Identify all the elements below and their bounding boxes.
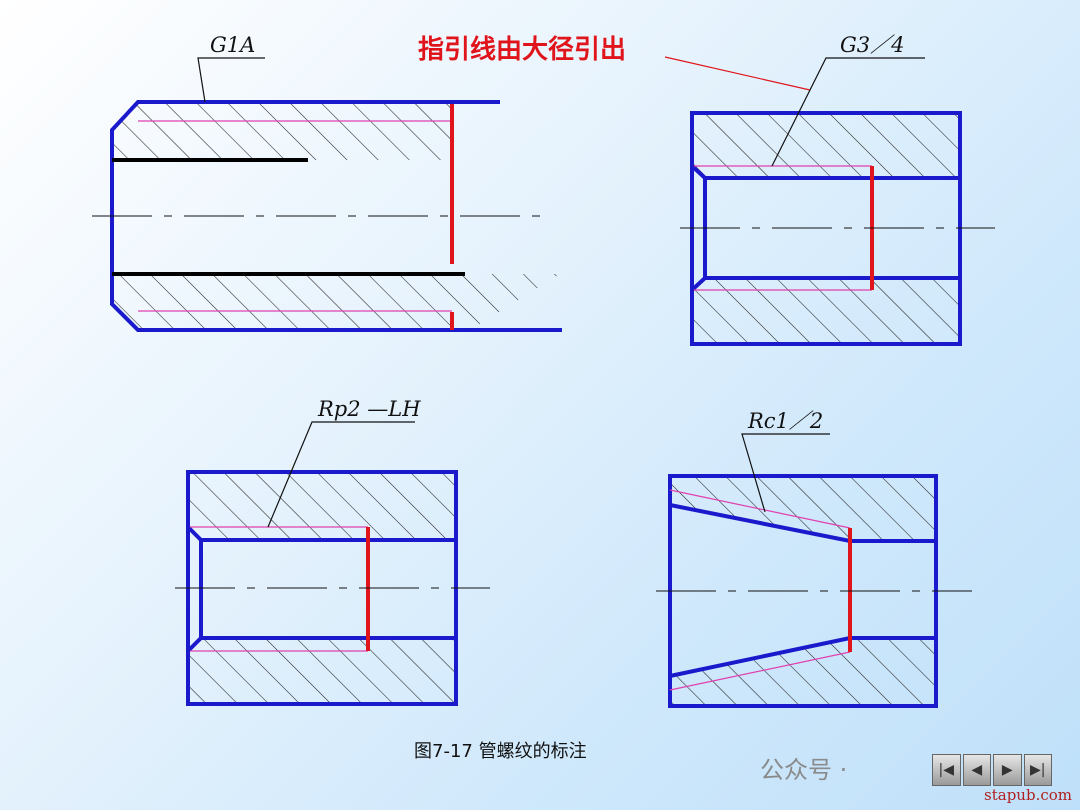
- nav-next-button[interactable]: ▶: [993, 754, 1022, 786]
- watermark: 公众号 ·: [760, 750, 847, 785]
- callout-leader: [664, 56, 811, 91]
- callout-text: 指引线由大径引出: [418, 35, 626, 65]
- nav-prev-button[interactable]: ◀: [962, 754, 991, 786]
- figure-rc1-2: Rc1／2: [656, 409, 972, 708]
- label-g3-4: G3／4: [840, 33, 905, 57]
- figure-rp2-lh: Rp2 —LH: [175, 397, 490, 706]
- figure-caption: 图7-17 管螺纹的标注: [414, 741, 587, 762]
- figure-g1a: G1A: [92, 33, 562, 332]
- nav-first-button[interactable]: |◀: [932, 754, 961, 786]
- label-g1a: G1A: [210, 33, 255, 57]
- site-watermark: stapub.com: [984, 786, 1072, 804]
- watermark-text: 公众号 ·: [760, 756, 848, 784]
- nav-last-button[interactable]: ▶|: [1023, 754, 1052, 786]
- label-rc1-2: Rc1／2: [747, 409, 823, 433]
- label-rp2-lh: Rp2 —LH: [317, 397, 421, 421]
- figure-g3-4: G3／4: [680, 33, 995, 346]
- slide-nav: |◀ ◀ ▶ ▶|: [932, 754, 1052, 786]
